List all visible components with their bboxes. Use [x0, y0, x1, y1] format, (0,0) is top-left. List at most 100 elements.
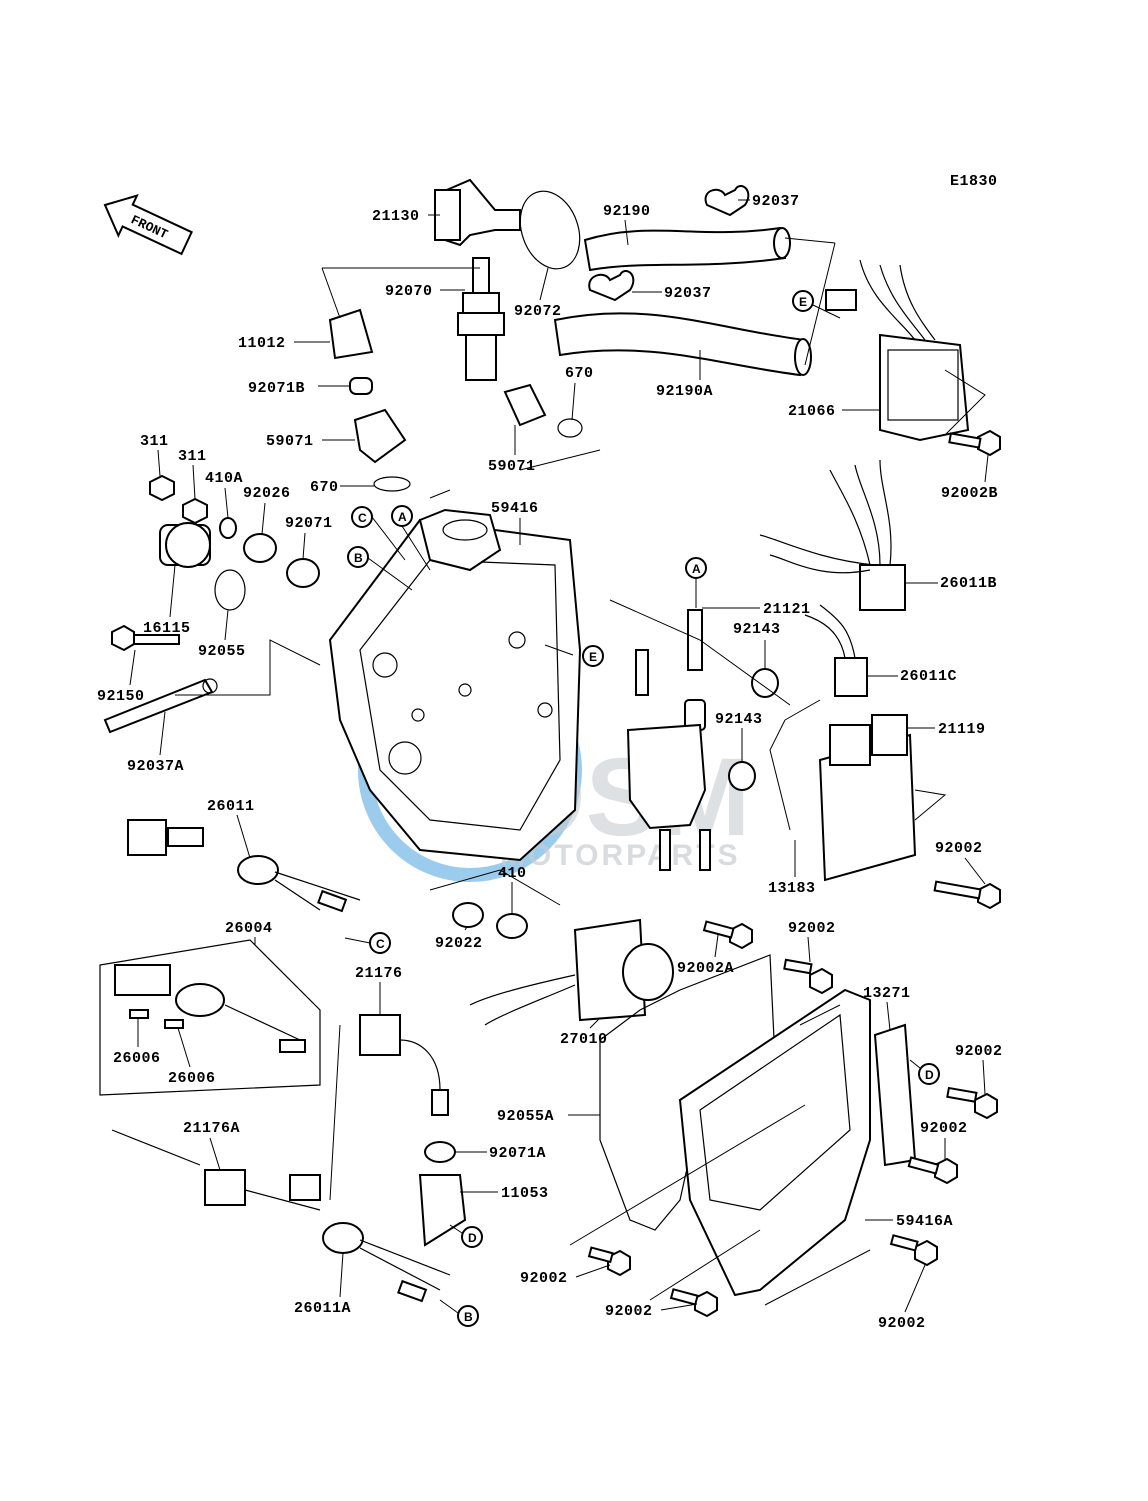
callout-e-regulator[interactable]: E	[792, 290, 814, 312]
bolt-92002-a[interactable]	[783, 958, 833, 995]
front-arrow: FRONT	[103, 194, 193, 256]
label-11053: 11053	[501, 1185, 549, 1202]
spark-plug-cap[interactable]	[433, 178, 521, 247]
label-26004: 26004	[225, 920, 273, 937]
o-ring-670-left[interactable]	[373, 476, 411, 492]
callout-d-plate[interactable]: D	[918, 1063, 940, 1085]
label-92190A: 92190A	[656, 383, 713, 400]
grommet-92026[interactable]	[243, 533, 277, 563]
plate-13271[interactable]	[873, 1023, 917, 1167]
bolt-92002b[interactable]	[948, 429, 1001, 457]
bracket-11053[interactable]	[418, 1174, 467, 1247]
label-92002-cdi: 92002	[935, 840, 983, 857]
diagram-code: E1830	[950, 173, 998, 190]
bolt-92002-b[interactable]	[946, 1086, 998, 1120]
grommet-92143-upper[interactable]	[751, 668, 779, 698]
label-21176A: 21176A	[183, 1120, 240, 1137]
svg-text:D: D	[925, 1068, 934, 1082]
starter-relay-27010[interactable]	[469, 918, 674, 1026]
label-92022: 92022	[435, 935, 483, 952]
spark-plug[interactable]	[457, 257, 505, 381]
hose-92190[interactable]	[583, 226, 787, 272]
label-92002-b: 92002	[955, 1043, 1003, 1060]
label-13183: 13183	[768, 880, 816, 897]
grommet-92071b[interactable]	[349, 377, 373, 395]
label-26011: 26011	[207, 798, 255, 815]
fitting-59071-right[interactable]	[503, 383, 547, 427]
label-92071B: 92071B	[248, 380, 305, 397]
fitting-16115[interactable]	[159, 522, 211, 568]
label-92071: 92071	[285, 515, 333, 532]
watermark-sub: MOTORPARTS	[500, 839, 741, 872]
fitting-59071-left[interactable]	[353, 408, 407, 464]
callout-b-upper[interactable]: B	[347, 546, 369, 568]
nut-311-b[interactable]	[182, 497, 208, 525]
label-92037A: 92037A	[127, 758, 184, 775]
nut-311-a[interactable]	[149, 474, 175, 502]
bolt-92002-c[interactable]	[907, 1156, 958, 1185]
ignition-coil-21121[interactable]	[626, 609, 711, 871]
callout-a-coil[interactable]: A	[685, 557, 707, 579]
bolt-92002-f[interactable]	[889, 1234, 938, 1267]
o-ring-92055[interactable]	[214, 569, 246, 611]
clip-92037-top[interactable]	[704, 185, 750, 217]
sensor-21176a[interactable]	[111, 1129, 321, 1211]
callouts: A C B A E E C D	[344, 290, 940, 1327]
harness-26011c[interactable]	[804, 604, 868, 697]
label-21066: 21066	[788, 403, 836, 420]
svg-text:C: C	[358, 511, 367, 525]
clamp-92072[interactable]	[510, 183, 590, 277]
washer-410a[interactable]	[219, 517, 237, 539]
sensor-21176[interactable]	[359, 1014, 449, 1116]
label-26011B: 26011B	[940, 575, 997, 592]
label-92037-mid: 92037	[664, 285, 712, 302]
bolt-92002a[interactable]	[702, 920, 753, 950]
clip-92037-mid[interactable]	[588, 270, 635, 302]
callout-c-lower[interactable]: C	[369, 932, 391, 954]
label-92002-f: 92002	[878, 1315, 926, 1332]
label-92143-upper: 92143	[733, 621, 781, 638]
label-59071-left: 59071	[266, 433, 314, 450]
svg-text:A: A	[692, 562, 701, 576]
label-92002-e: 92002	[605, 1303, 653, 1320]
label-410A: 410A	[205, 470, 243, 487]
labels: 21130 92190 92037 92070 92072 92037 1101…	[97, 193, 1003, 1332]
svg-text:B: B	[464, 1310, 473, 1324]
label-92002-c: 92002	[920, 1120, 968, 1137]
svg-text:E: E	[589, 650, 597, 664]
cap-11012[interactable]	[328, 308, 374, 360]
label-11012: 11012	[238, 335, 286, 352]
strap-92037a[interactable]	[103, 678, 214, 734]
harness-26011b[interactable]	[759, 459, 906, 611]
grommet-92143-lower[interactable]	[728, 761, 756, 791]
washer-92022[interactable]	[452, 902, 484, 928]
callout-a-upper[interactable]: A	[391, 505, 413, 527]
grommet-92071[interactable]	[286, 558, 320, 588]
strap-ring	[202, 678, 218, 694]
cover-59416a[interactable]	[678, 988, 871, 1297]
assembly-lines	[175, 237, 986, 1306]
callout-b-lower[interactable]: B	[457, 1305, 479, 1327]
bolt-92150[interactable]	[111, 624, 180, 652]
bolt-92002-d[interactable]	[587, 1246, 631, 1277]
label-92002-d: 92002	[520, 1270, 568, 1287]
callout-c-upper[interactable]: C	[351, 506, 373, 528]
label-670-left: 670	[310, 479, 339, 496]
o-ring-670-right[interactable]	[557, 418, 583, 438]
label-92002A: 92002A	[677, 960, 734, 977]
callout-e-case[interactable]: E	[582, 645, 604, 667]
harness-26011a[interactable]	[289, 1174, 451, 1303]
label-21130: 21130	[372, 208, 420, 225]
cdi-unit-21119[interactable]	[818, 714, 917, 882]
grommet-92071a[interactable]	[424, 1141, 456, 1163]
callout-d-bracket[interactable]: D	[461, 1226, 483, 1248]
bolt-92002-cdi[interactable]	[933, 880, 1001, 910]
label-92071A: 92071A	[489, 1145, 546, 1162]
washer-410[interactable]	[496, 913, 528, 939]
regulator-21066[interactable]	[825, 259, 970, 442]
harness-26011[interactable]	[127, 819, 361, 913]
kit-26004[interactable]	[99, 939, 321, 1096]
bolt-92002-e[interactable]	[669, 1288, 718, 1318]
electric-case-59416[interactable]	[328, 508, 582, 862]
label-92072: 92072	[514, 303, 562, 320]
